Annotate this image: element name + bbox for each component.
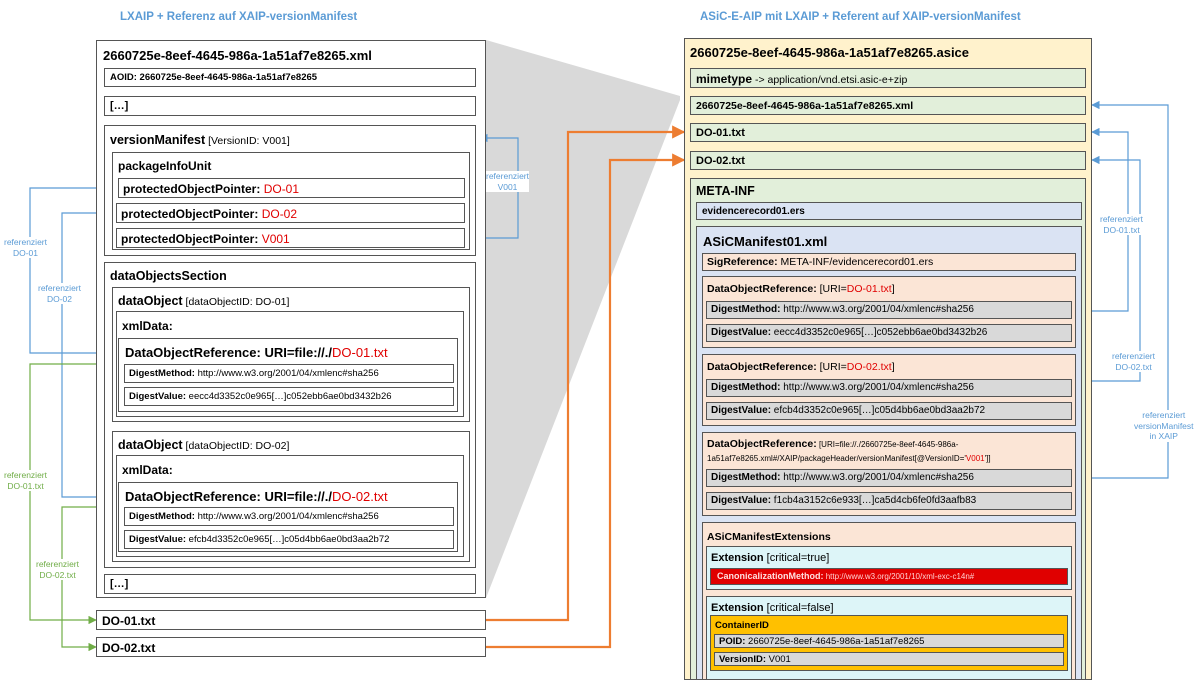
lxaip-file-title: 2660725e-8eef-4645-986a-1a51af7e8265.xml [103,48,372,63]
canonicalization-method: CanonicalizationMethod: http://www.w3.or… [710,568,1068,585]
asice-title: 2660725e-8eef-4645-986a-1a51af7e8265.asi… [690,45,970,60]
digest-value-2: DigestValue: efcb4d3352c0e965[…]c05d4bb6… [124,530,454,549]
link-right-vm [1077,100,1169,479]
asic-digest-method-3: DigestMethod: http://www.w3.org/2001/04/… [706,469,1072,487]
link-do01-txt [29,363,118,625]
left-file-do01: DO-01.txt [96,610,486,630]
aoid-text: AOID: 2660725e-8eef-4645-986a-1a51af7e82… [110,72,318,83]
right-file-do01: DO-01.txt [690,123,1086,142]
digest-method-1: DigestMethod: http://www.w3.org/2001/04/… [124,364,454,383]
asic-digest-value-3: DigestValue: f1cb4a3152c6e933[…]ca5d4cb6… [706,492,1072,510]
right-file-do02: DO-02.txt [690,151,1086,170]
pointer-v001: protectedObjectPointer: V001 [116,228,465,248]
left-header: LXAIP + Referenz auf XAIP-versionManifes… [120,11,358,23]
left-file-do02: DO-02.txt [96,637,486,657]
poid-box: POID: 2660725e-8eef-4645-986a-1a51af7e82… [714,634,1064,648]
digest-value-1: DigestValue: eecc4d3352c0e965[…]c052ebb6… [124,387,454,406]
evidence-record-box: evidencerecord01.ers [696,202,1082,220]
asic-digest-method-2: DigestMethod: http://www.w3.org/2001/04/… [706,379,1072,397]
ellipsis-box-bottom: […] [104,574,476,594]
link-do01 [29,187,118,358]
asic-digest-value-2: DigestValue: efcb4d3352c0e965[…]c05d4bb6… [706,402,1072,420]
right-header: ASiC-E-AIP mit LXAIP + Referent auf XAIP… [700,11,1021,23]
sig-reference-box: SigReference: META-INF/evidencerecord01.… [702,253,1076,271]
ellipsis-text: […] [110,100,129,112]
zoom-wedge [486,40,680,598]
digest-method-2: DigestMethod: http://www.w3.org/2001/04/… [124,507,454,526]
asic-digest-value-1: DigestValue: eecc4d3352c0e965[…]c052ebb6… [706,324,1072,342]
data-objects-section-title: dataObjectsSection [110,269,227,283]
version-id-box: VersionID: V001 [714,652,1064,666]
mimetype-box: mimetype -> application/vnd.etsi.asic-e+… [690,68,1086,88]
package-info-unit-title: packageInfoUnit [118,159,212,173]
asic-digest-method-1: DigestMethod: http://www.w3.org/2001/04/… [706,301,1072,319]
link-orange-do01 [486,125,686,622]
aoid-box: AOID: 2660725e-8eef-4645-986a-1a51af7e82… [104,68,476,87]
link-orange-do02 [486,153,686,649]
link-do02 [61,212,116,502]
ellipsis-box-top: […] [104,96,476,116]
pointer-do02: protectedObjectPointer: DO-02 [116,203,465,223]
link-right-do02 [1077,155,1141,382]
version-manifest-title: versionManifest [VersionID: V001] [110,133,290,147]
asice-xml-file: 2660725e-8eef-4645-986a-1a51af7e8265.xml [690,96,1086,115]
pointer-do01: protectedObjectPointer: DO-01 [118,178,465,198]
